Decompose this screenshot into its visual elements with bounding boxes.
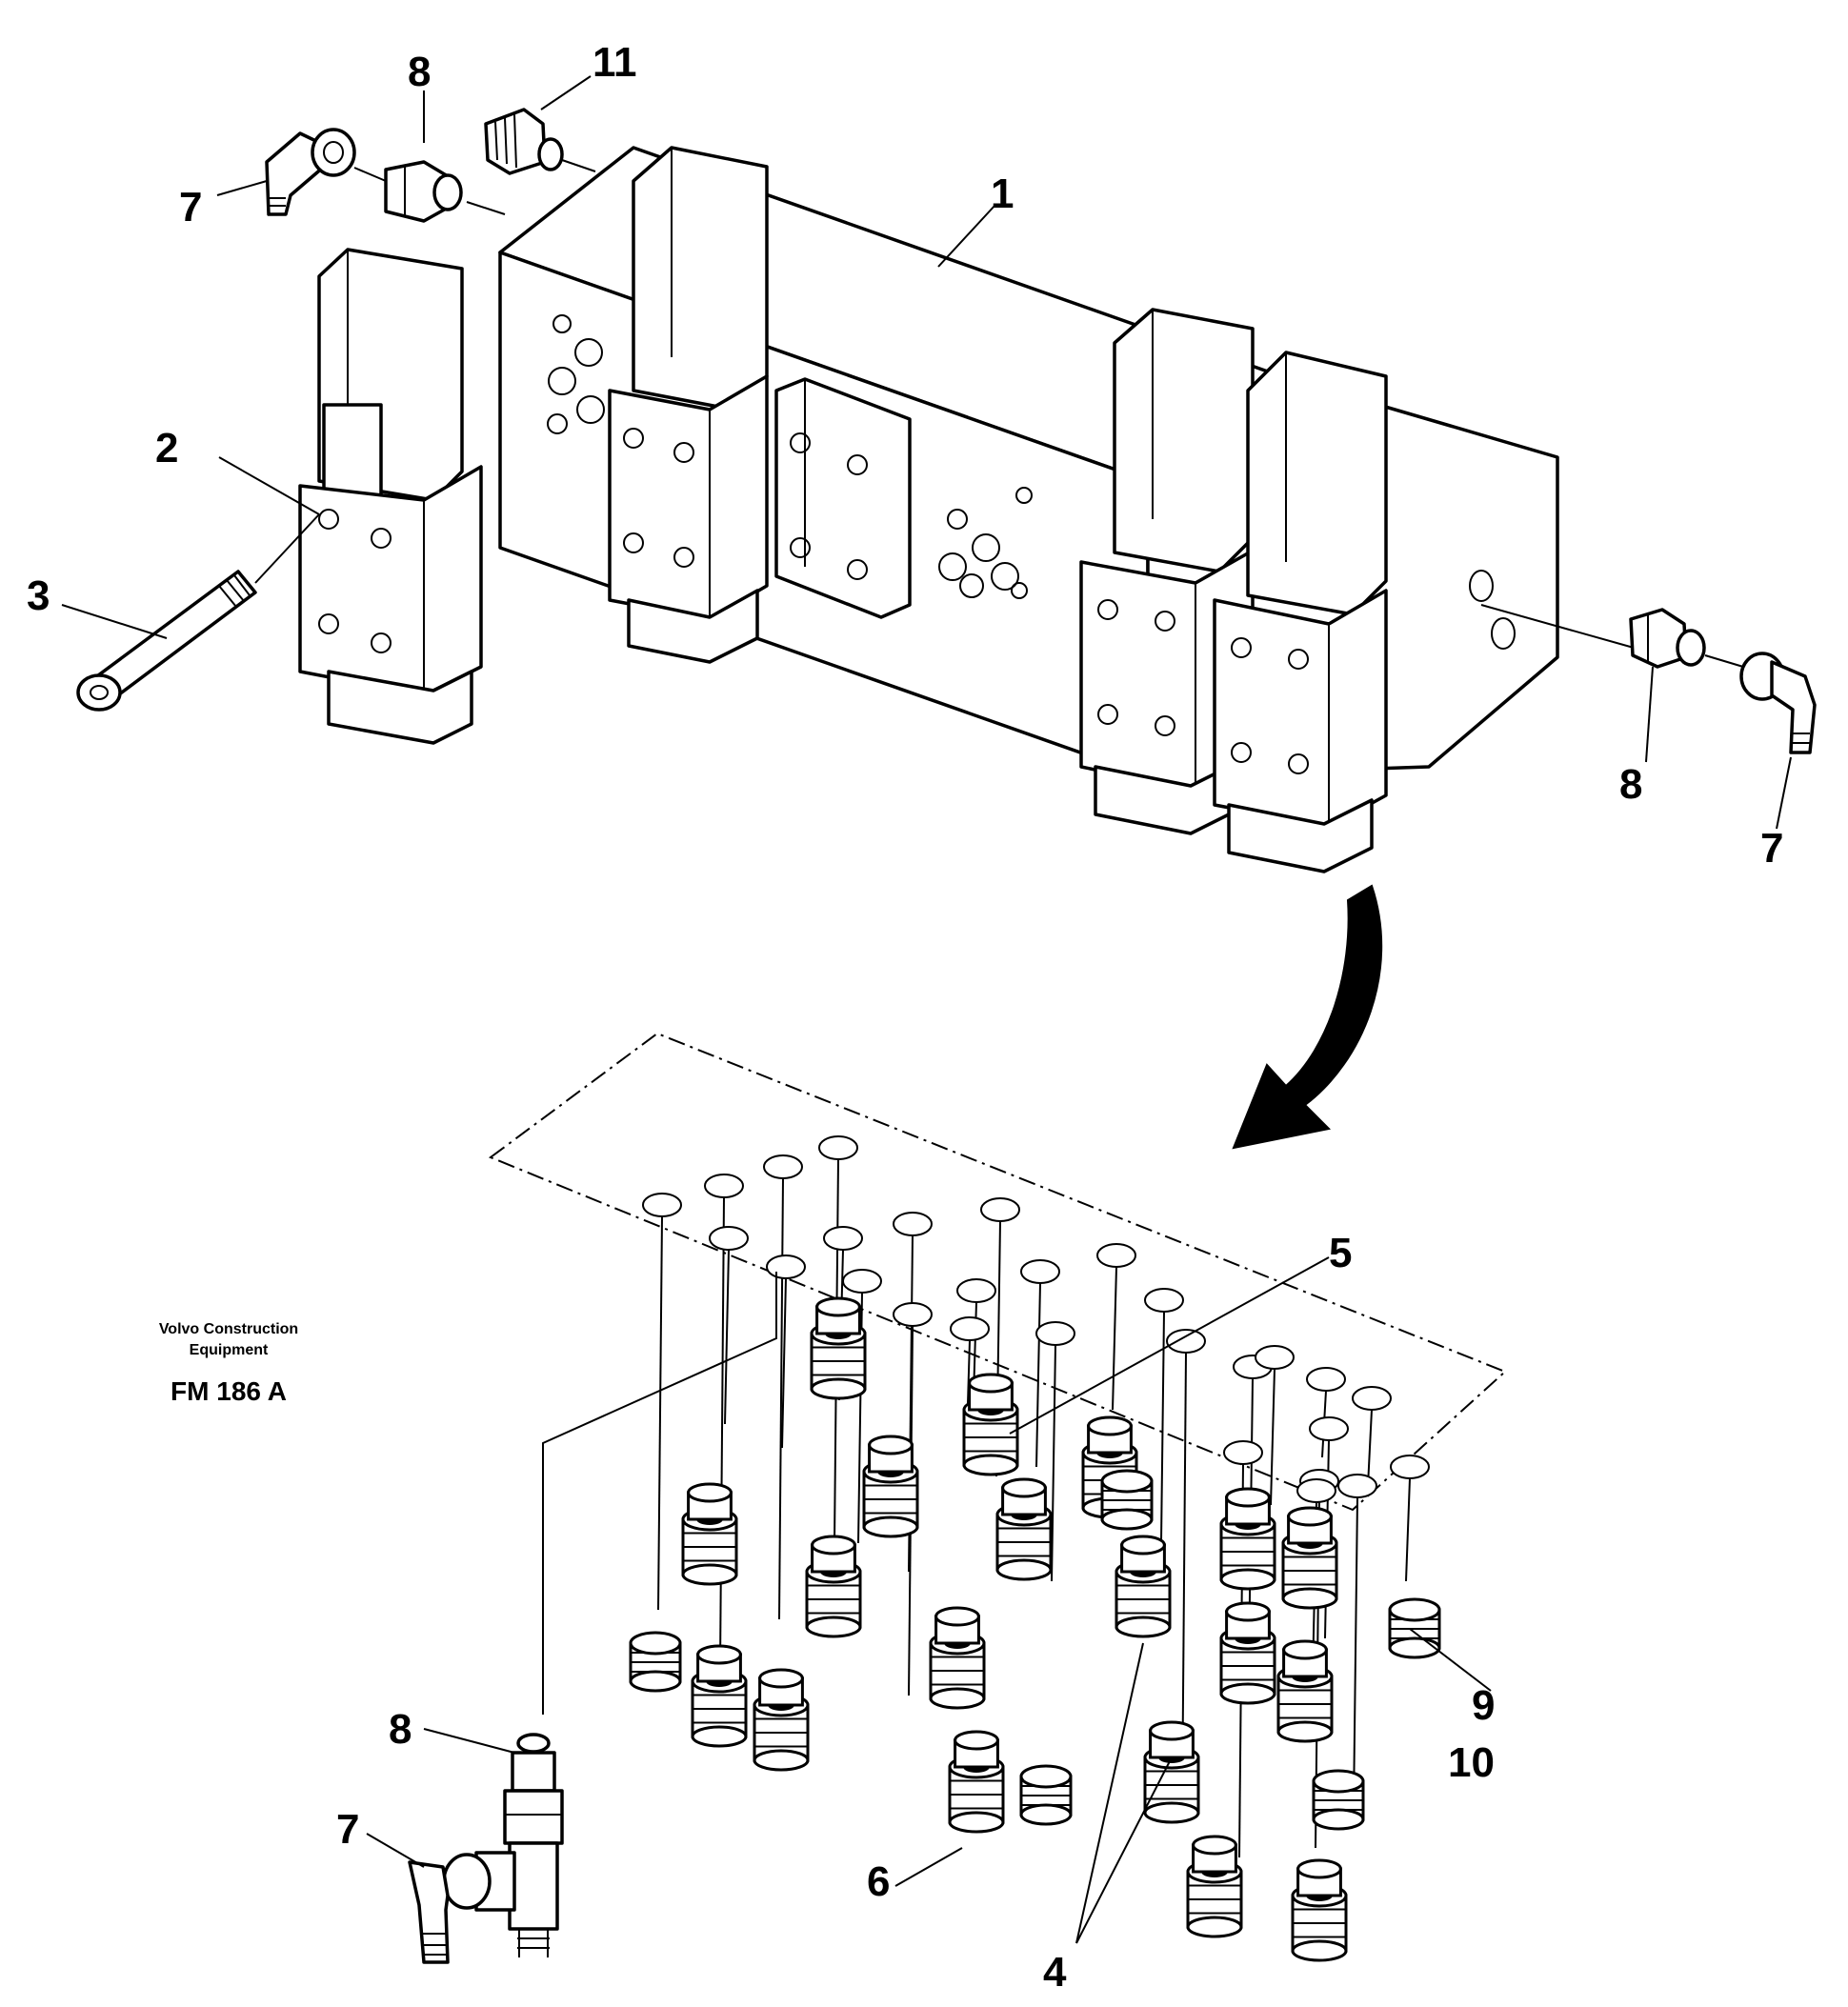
port-20 [1255, 1345, 1295, 1506]
callout-2: 2 [155, 425, 178, 472]
elbow-fitting-right [1739, 652, 1817, 754]
curved-arrow-icon [1232, 884, 1383, 1150]
check-valve-13 [691, 1644, 748, 1748]
check-valve-10 [1219, 1487, 1276, 1591]
plug-21 [1019, 1764, 1073, 1826]
check-valve-2 [962, 1373, 1019, 1476]
elbow-fitting-top-left [265, 128, 356, 216]
port-16 [1096, 1243, 1136, 1411]
callout-8-top: 8 [408, 49, 431, 95]
port-24 [1352, 1386, 1392, 1487]
screw [76, 513, 320, 712]
solenoid-valve-4 [1213, 351, 1388, 873]
check-valve-15 [1276, 1639, 1334, 1743]
port-3 [763, 1154, 803, 1620]
check-valve-14 [753, 1668, 810, 1772]
block-bottom-outline [488, 1032, 1507, 1512]
check-valve-9 [1115, 1535, 1172, 1638]
check-valve-5 [862, 1435, 919, 1538]
callout-8-right: 8 [1619, 761, 1642, 808]
solenoid-valve-3 [1079, 308, 1255, 835]
callout-1: 1 [991, 171, 1014, 217]
check-valve-1 [810, 1296, 867, 1400]
solenoid-valve-2 [608, 146, 769, 664]
callout-4: 4 [1043, 1949, 1067, 1996]
check-valve-6 [995, 1477, 1053, 1581]
tee-fitting-assembly [408, 1272, 777, 1964]
check-valve-16 [1143, 1720, 1200, 1824]
callout-labels: 1 2 3 7 8 11 8 7 5 9 10 8 7 6 4 [27, 39, 1783, 1996]
port-15 [1035, 1321, 1075, 1582]
port-21 [1306, 1367, 1346, 1458]
check-valve-19 [1291, 1858, 1348, 1962]
check-valve-4 [681, 1482, 738, 1586]
plug-23 [1388, 1597, 1441, 1659]
plug-22 [1100, 1469, 1154, 1531]
callout-7-top: 7 [179, 184, 202, 231]
port-27 [1390, 1455, 1430, 1582]
callout-8-bottom: 8 [389, 1706, 412, 1753]
solenoid-valve-left [298, 248, 483, 745]
company-name-line2: Equipment [190, 1342, 269, 1358]
drawing-code: FM 186 A [171, 1376, 287, 1406]
drawing-caption: Volvo Construction Equipment FM 186 A [159, 1321, 298, 1406]
callout-7-bottom: 7 [336, 1806, 359, 1853]
check-valve-12 [1219, 1601, 1276, 1705]
port-2 [704, 1174, 744, 1668]
callout-7-right: 7 [1760, 825, 1783, 872]
port-1 [642, 1193, 682, 1611]
plug-20 [629, 1631, 682, 1693]
check-valve-11 [1281, 1506, 1338, 1610]
port-5 [709, 1226, 749, 1425]
company-name-line1: Volvo Construction [159, 1321, 298, 1337]
callout-6: 6 [867, 1858, 890, 1905]
plug-24 [1312, 1769, 1365, 1831]
leader-lines [61, 75, 1792, 1944]
check-valve-17 [948, 1730, 1005, 1834]
port-14 [1020, 1259, 1060, 1468]
adapter-fitting-right [1480, 604, 1744, 669]
plug-fitting-top [484, 108, 596, 175]
port-26 [1337, 1474, 1377, 1811]
callout-3: 3 [27, 572, 50, 619]
adapter-fitting-top-left [353, 160, 506, 223]
check-valve-18 [1186, 1835, 1243, 1938]
callout-11: 11 [593, 39, 637, 86]
check-valve-7 [805, 1535, 862, 1638]
callout-10: 10 [1448, 1739, 1495, 1786]
callout-9: 9 [1472, 1682, 1495, 1729]
check-valve-8 [929, 1606, 986, 1710]
callout-5: 5 [1329, 1230, 1352, 1276]
